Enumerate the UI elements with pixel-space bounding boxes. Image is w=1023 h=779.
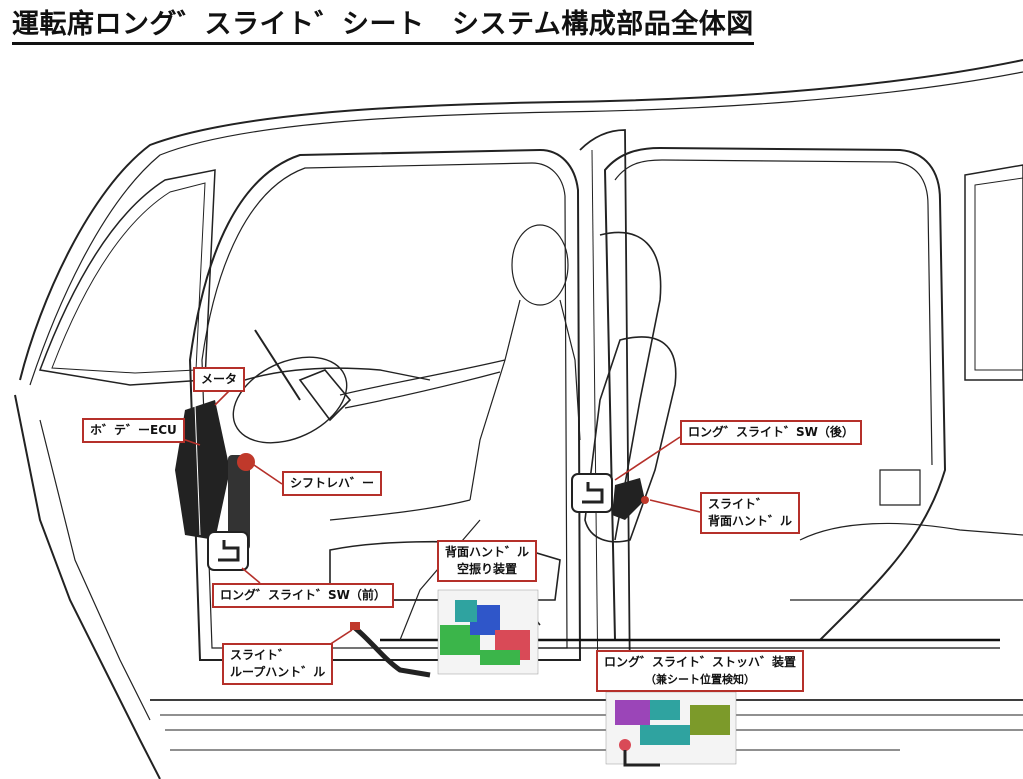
- leader-meter: [214, 389, 231, 406]
- front-quarter-window: [38, 169, 216, 386]
- label-slide-back-handle-line1: スライト゛: [708, 497, 769, 511]
- label-slide-back-handle-line2: 背面ハント゛ル: [708, 514, 793, 528]
- dashboard-steering: [229, 329, 431, 444]
- label-shift-lever: シフトレハ゛ー: [282, 471, 383, 496]
- leader-shift-lever: [253, 464, 283, 485]
- label-long-slide-sw-front: ロング゛スライト゛SW（前）: [212, 583, 394, 608]
- label-back-handle-idle-line1: 背面ハント゛ル: [445, 545, 530, 559]
- rocker-sill: [150, 699, 1023, 751]
- label-long-slide-sw-rear: ロング゛スライト゛SW（後）: [680, 420, 862, 445]
- label-body-ecu: ホ゛テ゛ーECU: [82, 418, 185, 443]
- rear-door-opening: [603, 146, 947, 641]
- b-pillar: [579, 129, 631, 691]
- label-long-slide-stopper-line1: ロング゛スライト゛ストッハ゛装置: [604, 655, 797, 669]
- rear-slide-switch-icon: [571, 473, 613, 513]
- slide-loop-handle-component: [350, 622, 431, 678]
- leader-rear-sw: [614, 436, 681, 481]
- long-slide-stopper-component: [605, 691, 737, 767]
- label-back-handle-idle-line2: 空振り装置: [457, 562, 518, 576]
- back-handle-idle-device-component: [437, 589, 539, 675]
- label-long-slide-stopper: ロング゛スライト゛ストッハ゛装置 （兼シート位置検知）: [596, 650, 805, 692]
- body-outline: [14, 59, 1023, 779]
- label-slide-loop-handle: スライト゛ ループハント゛ル: [222, 643, 334, 685]
- label-slide-loop-handle-line1: スライト゛: [230, 648, 291, 662]
- driver-mannequin: [329, 224, 581, 641]
- slide-back-handle-component: [612, 478, 649, 520]
- rear-floor-structure: [790, 469, 1023, 601]
- shift-lever-component: [228, 453, 255, 550]
- meter-ecu-component: [175, 400, 230, 540]
- front-door-opening: [188, 148, 582, 661]
- label-slide-loop-handle-line2: ループハント゛ル: [230, 665, 326, 679]
- leader-back-handle: [649, 499, 701, 513]
- label-back-handle-idle-device: 背面ハント゛ル 空振り装置: [437, 540, 538, 582]
- label-long-slide-stopper-line2: （兼シート位置検知）: [645, 673, 755, 686]
- label-meter: メータ: [193, 367, 246, 392]
- label-slide-back-handle: スライト゛ 背面ハント゛ル: [700, 492, 801, 534]
- front-slide-switch-icon: [207, 531, 249, 571]
- page-title: 運転席ロング゛スライト゛シート システム構成部品全体図: [12, 2, 754, 45]
- leader-front-sw: [241, 567, 261, 584]
- rear-quarter-window: [964, 164, 1023, 381]
